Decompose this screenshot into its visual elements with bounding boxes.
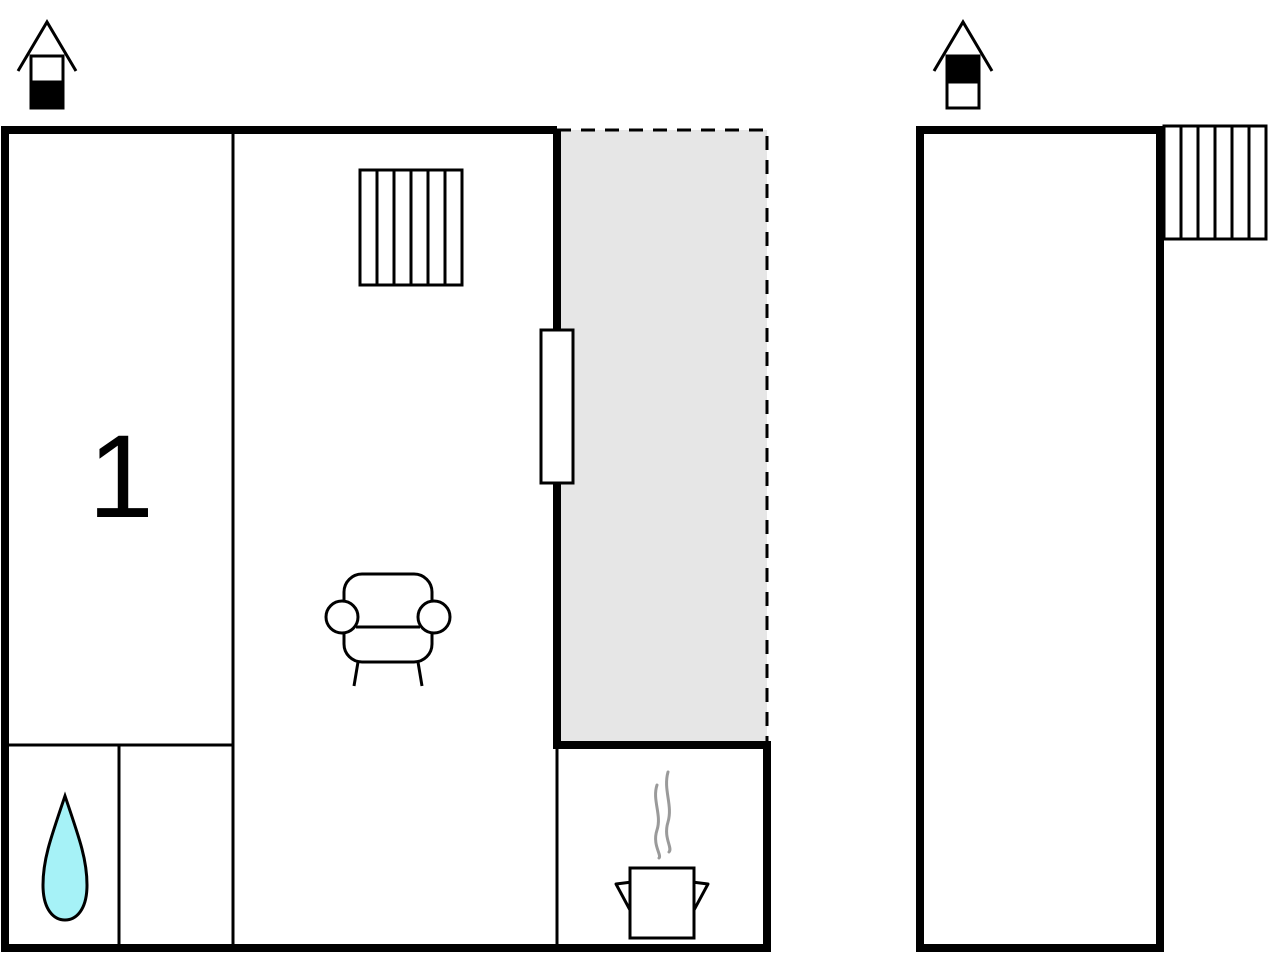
upper-floor-plan — [916, 19, 1268, 952]
water-drop-icon — [41, 791, 89, 922]
armchair-icon — [324, 572, 452, 687]
stairs-icon-upper — [1162, 124, 1268, 241]
upper-floor-room — [916, 126, 1164, 952]
interior-walls — [5, 130, 559, 948]
house-level-icon-upper — [932, 19, 994, 110]
cooking-pot-icon — [614, 770, 710, 940]
window-icon — [539, 328, 575, 485]
terrace-area — [557, 130, 767, 745]
ground-floor-plan: 1 — [1, 19, 771, 952]
bedroom-number-label: 1 — [88, 411, 154, 543]
stairs-icon-ground — [358, 168, 464, 287]
house-level-icon-lower — [16, 19, 78, 110]
